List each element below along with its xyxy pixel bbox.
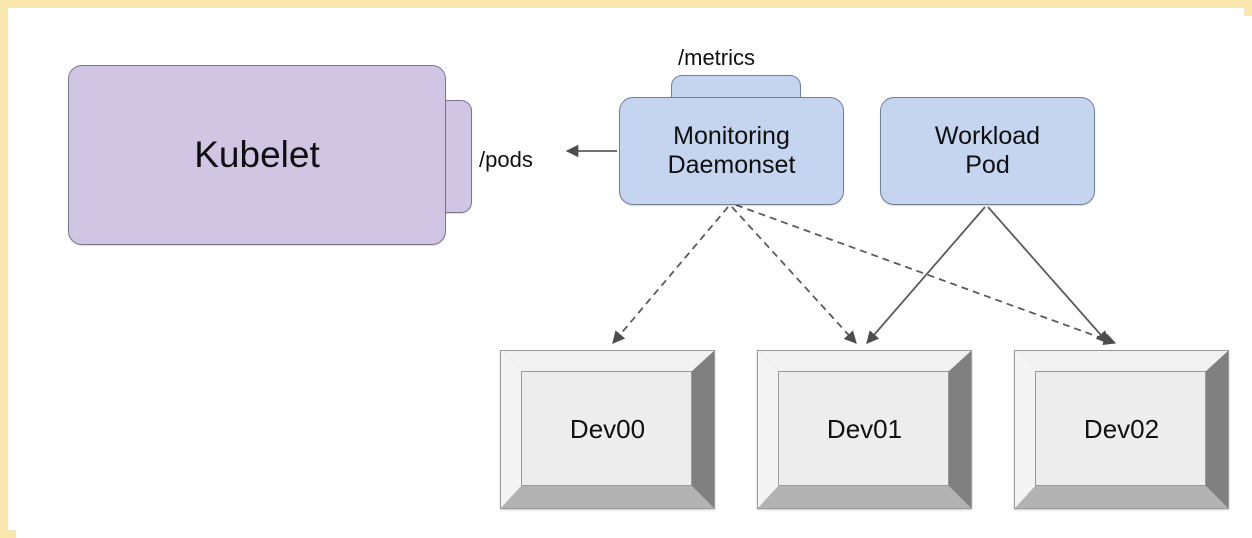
metrics-endpoint-label: /metrics [678, 45, 755, 70]
node-monitoring-daemonset[interactable]: Monitoring Daemonset [619, 97, 844, 205]
edge-workload-to-dev01 [866, 206, 986, 344]
node-workload-pod[interactable]: Workload Pod [880, 97, 1095, 205]
diagram-canvas: Kubelet /pods /metrics Monitoring Daemon… [16, 16, 1252, 538]
monitoring-daemonset-label: Monitoring Daemonset [668, 122, 796, 180]
kubelet-label: Kubelet [194, 133, 320, 175]
device-label: Dev00 [569, 414, 646, 444]
node-device-dev00[interactable]: Dev00 [500, 350, 715, 509]
monitoring-label-line1: Monitoring [673, 122, 790, 150]
monitoring-label-line2: Daemonset [667, 151, 796, 179]
device-inner-face [778, 371, 949, 486]
device-inner-face [521, 371, 692, 486]
edge-workload-to-dev02 [987, 206, 1109, 344]
edge-monitoring-to-dev02 [735, 204, 1117, 346]
node-device-dev02[interactable]: Dev02 [1014, 350, 1229, 509]
node-device-dev01[interactable]: Dev01 [757, 350, 972, 509]
pods-endpoint-label: /pods [479, 147, 533, 172]
edge-monitoring-to-dev00 [612, 206, 729, 344]
device-label: Dev02 [1083, 414, 1160, 444]
device-label: Dev01 [826, 414, 903, 444]
workload-label-line1: Workload [934, 122, 1041, 150]
workload-label-line2: Pod [965, 151, 1010, 179]
device-inner-face [1035, 371, 1206, 486]
node-kubelet[interactable]: Kubelet [68, 65, 446, 245]
edge-monitoring-to-dev01 [731, 206, 857, 344]
workload-pod-label: Workload Pod [935, 122, 1040, 180]
